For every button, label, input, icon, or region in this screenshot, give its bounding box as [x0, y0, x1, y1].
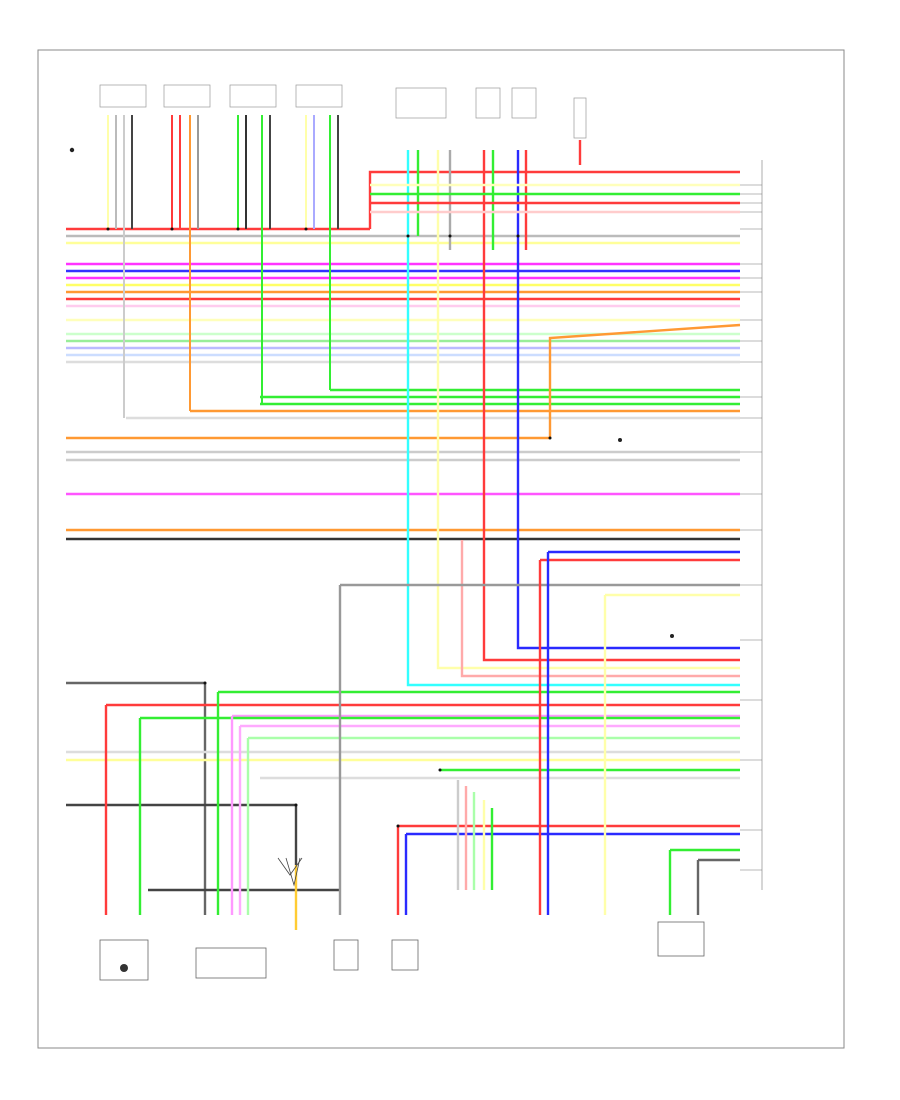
sensor-box-2	[163, 84, 211, 108]
branch-wires	[66, 236, 741, 930]
sensor-box-8	[573, 97, 587, 139]
component-box-4	[391, 939, 419, 971]
top-left-sensors	[99, 84, 587, 139]
diagram-frame	[37, 49, 845, 1049]
component-symbol-1	[120, 964, 128, 972]
sensor-box-1	[99, 84, 147, 108]
ground-symbol-3	[618, 438, 622, 442]
splice-points	[106, 227, 552, 828]
ground-symbol-1	[69, 147, 75, 153]
component-box-3	[333, 939, 359, 971]
component-box-2	[195, 947, 267, 979]
sensor-box-6	[475, 87, 501, 119]
ecm-pin-ladder	[740, 160, 763, 890]
sensor-box-5	[395, 87, 447, 119]
top-wires	[368, 140, 740, 250]
top-left-drops	[107, 115, 339, 418]
ground-symbol-2	[670, 634, 674, 638]
component-box-5	[657, 921, 705, 957]
sensor-box-4	[295, 84, 343, 108]
harness-wires	[66, 227, 740, 541]
sensor-box-3	[229, 84, 277, 108]
ground-symbols	[69, 147, 674, 638]
component-box-1	[99, 939, 149, 981]
sensor-box-7	[511, 87, 537, 119]
bottom-components	[99, 857, 705, 981]
